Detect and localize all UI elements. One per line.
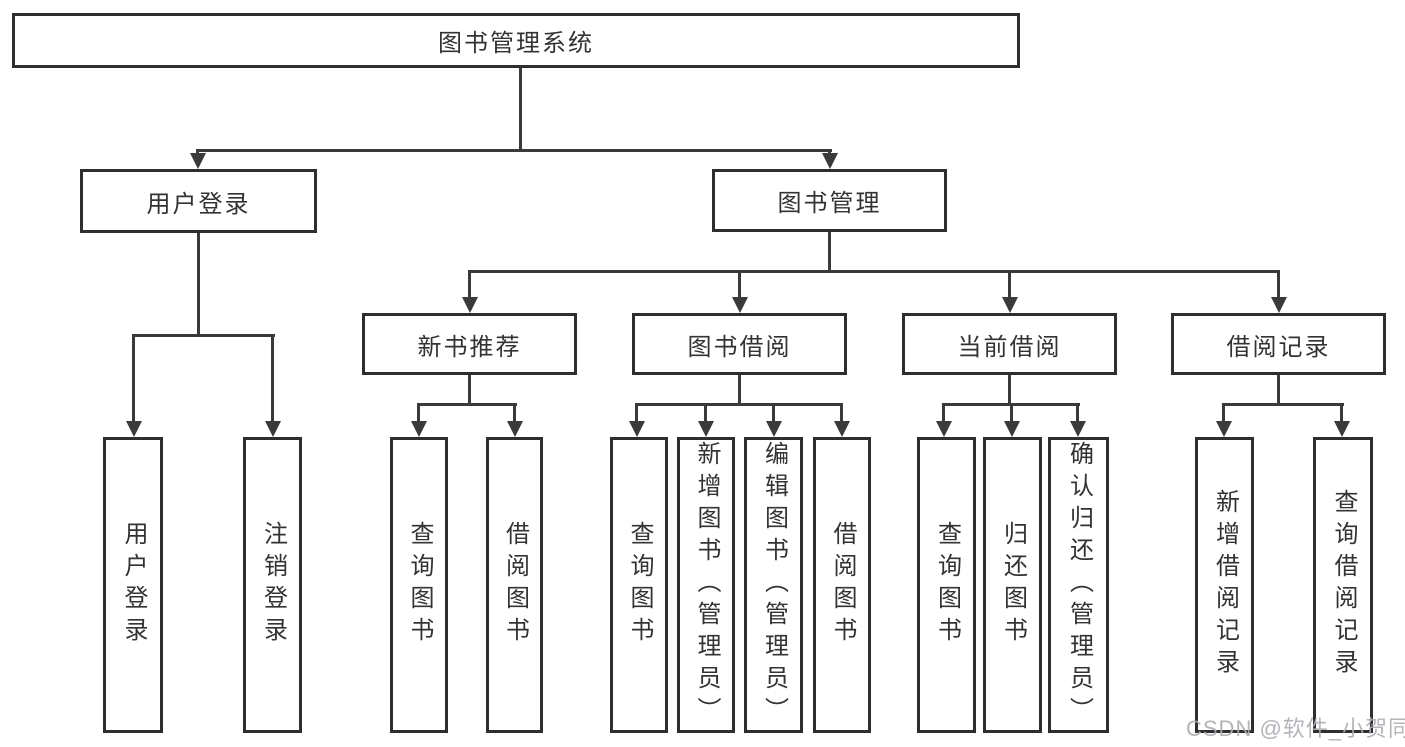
leaf-edit-book-admin: 编辑图书（管理员） <box>744 437 803 733</box>
node-book-management: 图书管理 <box>712 169 947 232</box>
leaf-borrow-books-borrowing: 借阅图书 <box>813 437 871 733</box>
connector-line <box>197 233 200 336</box>
connector-line <box>1277 375 1280 406</box>
arrow-down-icon <box>635 406 638 421</box>
connector-line <box>468 270 1280 273</box>
leaf-return-books: 归还图书 <box>983 437 1042 733</box>
arrow-down-icon <box>1222 406 1225 421</box>
leaf-add-book-admin: 新增图书（管理员） <box>677 437 735 733</box>
connector-line <box>635 403 843 406</box>
arrow-down-icon <box>132 337 135 421</box>
connector-line <box>942 403 1080 406</box>
arrow-down-icon <box>772 406 775 421</box>
arrow-down-icon <box>828 150 831 153</box>
connector-line <box>132 334 275 337</box>
node-library-management-system: 图书管理系统 <box>12 13 1020 68</box>
leaf-query-books-recommend: 查询图书 <box>390 437 448 733</box>
node-borrowing-records: 借阅记录 <box>1171 313 1386 375</box>
arrow-down-icon <box>468 273 471 297</box>
arrow-down-icon <box>417 406 420 421</box>
connector-line <box>828 232 831 273</box>
node-new-book-recommendation: 新书推荐 <box>362 313 577 375</box>
arrow-down-icon <box>1340 406 1343 421</box>
leaf-borrow-books-recommend: 借阅图书 <box>486 437 543 733</box>
connector-line <box>1008 375 1011 406</box>
arrow-down-icon <box>513 406 516 421</box>
arrow-down-icon <box>942 406 945 421</box>
arrow-down-icon <box>840 406 843 421</box>
node-user-login: 用户登录 <box>80 169 317 233</box>
csdn-watermark: CSDN @软件_小贺同学 <box>1186 716 1405 741</box>
arrow-down-icon <box>271 337 274 421</box>
arrow-down-icon <box>1010 406 1013 421</box>
connector-line <box>519 68 522 152</box>
arrow-down-icon <box>1008 273 1011 297</box>
leaf-user-login: 用户登录 <box>103 437 163 733</box>
node-current-borrowing: 当前借阅 <box>902 313 1117 375</box>
leaf-query-borrow-record: 查询借阅记录 <box>1313 437 1373 733</box>
leaf-confirm-return-admin: 确认归还（管理员） <box>1048 437 1109 733</box>
connector-line <box>738 375 741 406</box>
arrow-down-icon <box>1277 273 1280 297</box>
leaf-logout: 注销登录 <box>243 437 302 733</box>
leaf-query-books-current: 查询图书 <box>917 437 976 733</box>
connector-line <box>1222 403 1344 406</box>
arrow-down-icon <box>704 406 707 421</box>
node-book-borrowing: 图书借阅 <box>632 313 847 375</box>
arrow-down-icon <box>196 150 199 153</box>
connector-line <box>196 149 832 152</box>
connector-line <box>468 375 471 406</box>
arrow-down-icon <box>1076 406 1079 421</box>
connector-line <box>417 403 517 406</box>
leaf-add-borrow-record: 新增借阅记录 <box>1195 437 1254 733</box>
leaf-query-books-borrowing: 查询图书 <box>610 437 668 733</box>
arrow-down-icon <box>738 273 741 297</box>
